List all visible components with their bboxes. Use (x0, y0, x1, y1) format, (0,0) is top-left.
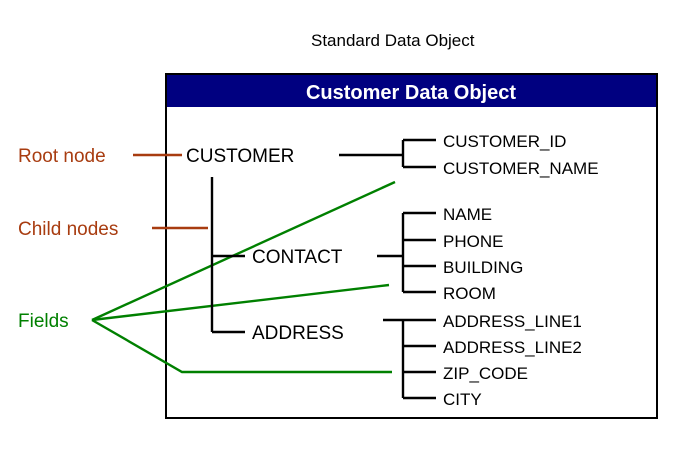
contact-field-label-2: BUILDING (443, 258, 523, 277)
address-field-label-0: ADDRESS_LINE1 (443, 312, 582, 331)
annotation-fields-leader-bottom (91, 318, 392, 374)
annotation-fields-leader-middle (91, 283, 390, 322)
address-field-label-1: ADDRESS_LINE2 (443, 338, 582, 357)
annotation-child-nodes-label: Child nodes (18, 219, 118, 240)
address-field-label-2: ZIP_CODE (443, 364, 528, 383)
root-field-label-0: CUSTOMER_ID (443, 132, 566, 151)
annotation-fields-label: Fields (18, 311, 69, 332)
root-field-label-1: CUSTOMER_NAME (443, 159, 599, 178)
address-field-label-3: CITY (443, 390, 482, 409)
annotation-fields-leader-top (91, 180, 396, 322)
panel-border (165, 73, 658, 419)
tree-root-label: CUSTOMER (186, 146, 294, 167)
diagram-caption: Standard Data Object (311, 31, 475, 50)
contact-field-label-0: NAME (443, 205, 492, 224)
tree-child-label-contact: CONTACT (252, 247, 343, 268)
panel-header-band (167, 75, 656, 107)
contact-field-label-3: ROOM (443, 284, 496, 303)
tree-child-label-address: ADDRESS (252, 323, 344, 344)
panel-header-title: Customer Data Object (306, 82, 516, 104)
contact-field-label-1: PHONE (443, 232, 503, 251)
annotation-root-node-label: Root node (18, 146, 106, 167)
